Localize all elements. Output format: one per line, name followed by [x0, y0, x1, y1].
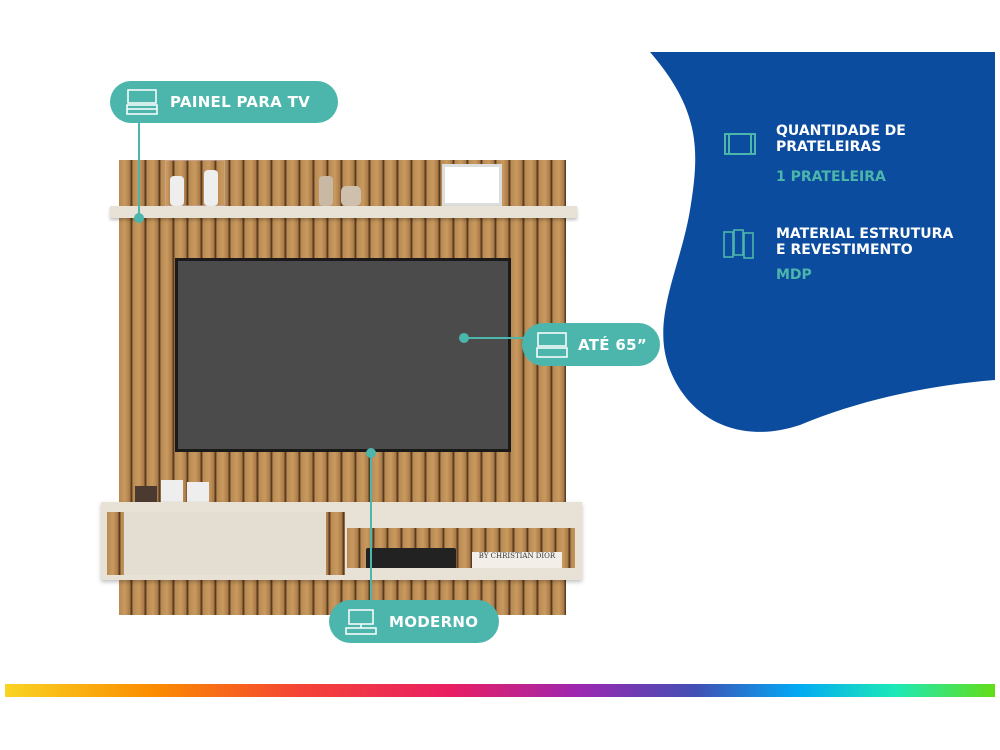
callout-painel-para-tv: PAINEL PARA TV	[110, 81, 338, 123]
panels-icon	[723, 229, 754, 259]
callout-dot	[134, 213, 144, 223]
spec-material-value: MDP	[776, 267, 812, 283]
callout-label: MODERNO	[389, 612, 479, 631]
tv-icon	[536, 331, 568, 358]
niche-shelf	[347, 568, 575, 575]
spec-title-line: E REVESTIMENTO	[776, 242, 913, 258]
callout-dot	[459, 333, 469, 343]
decor-lanterns	[165, 160, 225, 206]
decor-books: BY CHRISTIAN DIOR	[472, 552, 562, 570]
shelf-icon	[724, 133, 756, 155]
decor-candles	[135, 480, 211, 504]
callout-line-panel	[138, 120, 140, 218]
rainbow-bar	[5, 684, 995, 697]
television	[175, 258, 511, 452]
top-shelf	[110, 206, 577, 218]
decor-frame	[442, 164, 502, 206]
spec-title-line: MATERIAL ESTRUTURA	[776, 226, 954, 242]
callout-label: PAINEL PARA TV	[170, 93, 311, 111]
decor-candle	[170, 176, 184, 206]
spec-title-line: PRATELEIRAS	[776, 139, 882, 155]
callout-dot	[366, 448, 376, 458]
decor-vase	[319, 176, 333, 206]
tv-stand-icon	[345, 608, 377, 635]
spec-title-line: QUANTIDADE DE	[776, 123, 906, 139]
spec-shelves-value: 1 PRATELEIRA	[776, 169, 886, 185]
callout-line-style	[370, 452, 372, 602]
callout-line-tv	[464, 337, 524, 339]
decor-candle	[204, 170, 218, 206]
callout-label: ATÉ 65”	[578, 335, 647, 354]
tv-receiver	[366, 548, 456, 570]
tv-stand-icon	[126, 89, 158, 115]
callout-moderno: MODERNO	[329, 600, 499, 643]
decor-jar	[341, 186, 361, 206]
drawer-front[interactable]	[124, 512, 326, 575]
callout-tv-size: ATÉ 65”	[522, 323, 660, 366]
